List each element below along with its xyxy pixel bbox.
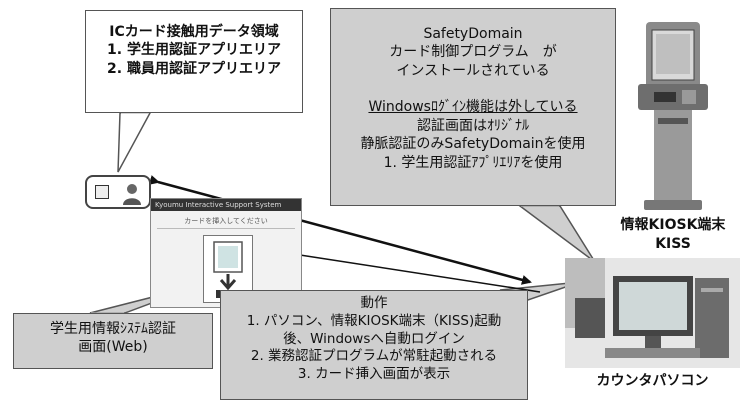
screen-insert-prompt: カードを挿入してください bbox=[157, 215, 295, 229]
operation-step-2: 2. 業務認証プログラムが常駐起動される bbox=[250, 348, 498, 365]
ic-card-icon bbox=[85, 175, 151, 209]
ic-card-area-title: ICカード接触用データ領域 bbox=[109, 24, 279, 40]
sd-line-windows-login: Windowsﾛｸﾞｲﾝ機能は外している bbox=[368, 99, 578, 116]
student-auth-line-2: 画面(Web) bbox=[78, 339, 148, 356]
student-auth-callout: 学生用情報ｼｽﾃﾑ認証 画面(Web) bbox=[13, 313, 213, 369]
operation-step-1: 1. パソコン、情報KIOSK端末（KISS)起動 bbox=[246, 312, 502, 329]
safety-domain-callout: SafetyDomain カード制御プログラム が インストールされている Wi… bbox=[330, 8, 616, 206]
sd-line-student-area: 1. 学生用認証ｱﾌﾟﾘｴﾘｱを使用 bbox=[383, 154, 563, 171]
operation-callout: 動作 1. パソコン、情報KIOSK端末（KISS)起動 後、Windowsへ自… bbox=[220, 290, 528, 400]
card-chip-icon bbox=[95, 185, 109, 199]
operation-title: 動作 bbox=[360, 295, 388, 311]
ic-card-area-item-2: 2. 職員用認証アプリエリア bbox=[107, 60, 281, 77]
sd-callout-tail bbox=[517, 205, 596, 263]
kiosk-label-line-1: 情報KIOSK端末 bbox=[620, 217, 726, 233]
card-holder-face-icon bbox=[123, 184, 141, 205]
kiosk-label: 情報KIOSK端末 KISS bbox=[612, 216, 734, 254]
sd-title: SafetyDomain bbox=[423, 26, 523, 42]
operation-step-3: 3. カード挿入画面が表示 bbox=[297, 366, 451, 383]
ic-card-area-callout: ICカード接触用データ領域 1. 学生用認証アプリエリア 2. 職員用認証アプリ… bbox=[85, 10, 303, 113]
sd-line-3: インストールされている bbox=[396, 62, 550, 79]
ic-card-area-item-1: 1. 学生用認証アプリエリア bbox=[107, 42, 281, 59]
counter-pc-label: カウンタパソコン bbox=[596, 373, 709, 389]
card-insert-screen: Kyoumu Interactive Support System カードを挿入… bbox=[150, 198, 302, 308]
student-auth-line-1: 学生用情報ｼｽﾃﾑ認証 bbox=[50, 321, 176, 337]
sd-line-2: カード制御プログラム が bbox=[389, 44, 557, 61]
kiosk-label-line-2: KISS bbox=[655, 235, 691, 252]
sd-line-vein-auth: 静脈認証のみSafetyDomainを使用 bbox=[360, 136, 586, 153]
arrow-screen-to-pc bbox=[299, 254, 541, 293]
counter-pc-image bbox=[565, 258, 740, 368]
ic-callout-tail bbox=[117, 112, 152, 173]
sd-line-original-screen: 認証画面はｵﾘｼﾞﾅﾙ bbox=[417, 117, 529, 134]
operation-step-1-cont: 後、Windowsへ自動ログイン bbox=[283, 330, 465, 347]
kiosk-terminal-image bbox=[638, 22, 708, 210]
screen-title-bar: Kyoumu Interactive Support System bbox=[151, 199, 301, 211]
